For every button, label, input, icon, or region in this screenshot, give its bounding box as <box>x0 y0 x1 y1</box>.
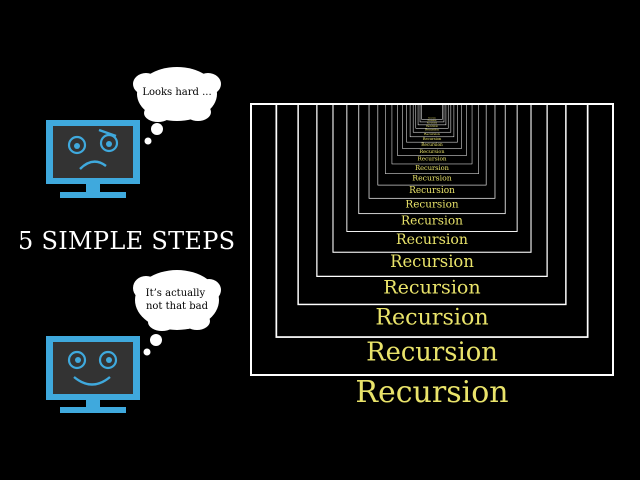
recursion-label: Recursion <box>419 149 445 155</box>
recursion-label: Recursion <box>421 142 443 147</box>
recursion-label: Recursion <box>426 125 438 128</box>
bottom-thought-bubble: It’s actually not that bad <box>133 270 221 356</box>
top-bubble-text: Looks hard ... <box>142 87 211 98</box>
recursion-label: Recursion <box>409 186 455 196</box>
recursion-label: Recursion <box>405 199 459 211</box>
bottom-monitor: It’s actually not that bad <box>46 270 221 413</box>
recursion-label: Recursion <box>412 174 451 183</box>
recursion-label: Recursion <box>366 337 498 367</box>
thought-dot <box>151 123 163 135</box>
recursion-label: Recursion <box>401 214 463 228</box>
recursion-label: Recursion <box>383 277 480 299</box>
recursion-label: Recursion <box>415 164 450 172</box>
recursion-label: Recursion <box>396 232 468 248</box>
bottom-bubble-text: It’s actually not that bad <box>146 288 209 312</box>
happy-monitor-icon <box>46 336 140 413</box>
worried-face-icon <box>67 128 119 170</box>
recursion-label: Recursion <box>417 157 446 163</box>
top-thought-bubble: Looks hard ... <box>133 67 221 145</box>
recursion-label: Recursion <box>375 304 488 330</box>
recursion-label: Recursion <box>425 128 439 132</box>
recursion-label: Recursion <box>427 123 438 125</box>
recursion-label: Recursion <box>424 132 440 136</box>
thought-dot <box>150 334 162 346</box>
recursion-label: Recursion <box>428 118 436 120</box>
steps-title: 5 SIMPLE STEPS <box>18 227 235 255</box>
recursion-frames: RecursionRecursionRecursionRecursionRecu… <box>250 103 614 410</box>
recursion-label: Recursion <box>390 252 474 271</box>
recursion-label: Recursion <box>423 137 442 141</box>
thought-dot <box>143 348 151 356</box>
recursion-label: Recursion <box>428 120 438 122</box>
worried-monitor-icon <box>46 120 140 198</box>
recursion-frame <box>421 103 443 120</box>
thought-dot <box>144 137 152 145</box>
smiling-face-icon <box>67 350 118 386</box>
top-monitor: Looks hard ... <box>46 67 221 198</box>
recursion-label: Recursion <box>355 375 508 410</box>
